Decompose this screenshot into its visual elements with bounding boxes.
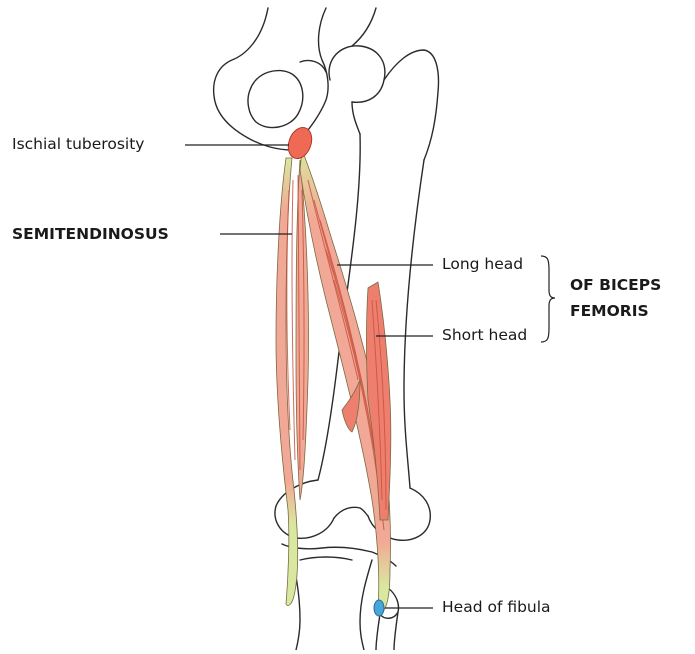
tibial-plateau xyxy=(300,557,352,560)
semitendinosus-label: SEMITENDINOSUS xyxy=(12,225,169,243)
pelvis-outline xyxy=(214,8,328,150)
femoral-head xyxy=(329,46,385,102)
femur-right-edge xyxy=(404,160,424,488)
bones xyxy=(214,8,439,650)
femoris-label: FEMORIS xyxy=(570,302,649,320)
long-head-label: Long head xyxy=(442,255,523,273)
medial-condyle xyxy=(275,480,334,538)
tibia-right-edge xyxy=(360,560,372,650)
pelvis-right xyxy=(352,8,376,46)
obturator-foramen xyxy=(248,71,303,128)
biceps-brace xyxy=(541,256,555,342)
greater-trochanter xyxy=(384,50,438,160)
fibula-head-marker xyxy=(374,600,384,616)
acetabulum xyxy=(300,60,326,72)
intercondylar xyxy=(334,507,368,518)
ischial-tuberosity-label: Ischial tuberosity xyxy=(12,135,144,153)
of-biceps-label: OF BICEPS xyxy=(570,276,661,294)
short-head-label: Short head xyxy=(442,326,527,344)
head-of-fibula-label: Head of fibula xyxy=(442,598,551,616)
femur-neck xyxy=(352,102,360,134)
ischial-tuberosity-marker xyxy=(284,124,316,162)
